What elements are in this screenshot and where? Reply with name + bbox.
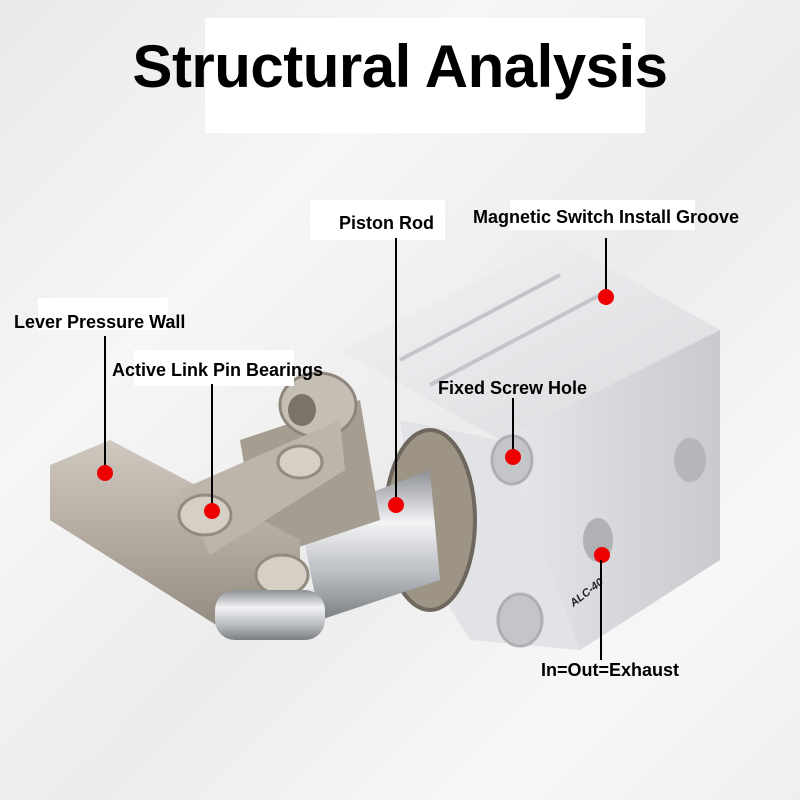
title-backdrop [205, 18, 645, 133]
magnetic-switch-label-backdrop [510, 200, 695, 230]
magnetic-switch-label: Magnetic Switch Install Groove [473, 207, 740, 227]
cylinder-top-face [340, 240, 720, 440]
link-pin-leader-line [211, 384, 213, 508]
screw-hole [496, 592, 544, 648]
lever-pressure-wall-label: Lever Pressure Wall [14, 312, 186, 332]
pin-sleeve-bore [288, 394, 316, 426]
link-pin [276, 444, 324, 480]
magnetic-switch-marker [598, 289, 614, 305]
magnetic-switch-leader-line [605, 238, 607, 293]
side-port [674, 438, 706, 482]
link-pin-label-backdrop [134, 350, 294, 386]
page-title: Structural Analysis [132, 33, 668, 100]
piston-rod-leader-line [395, 238, 397, 506]
piston-rod-label-backdrop [310, 200, 445, 240]
roller [215, 590, 325, 640]
in-out-exhaust-label: In=Out=Exhaust [541, 660, 680, 680]
lever-pressure-wall-label-backdrop [38, 298, 168, 330]
cylinder-side-face [500, 330, 720, 650]
fixed-screw-hole-label: Fixed Screw Hole [438, 378, 588, 398]
link-pin-marker [204, 503, 220, 519]
lever-pressure-wall-marker [97, 465, 113, 481]
in-out-exhaust-leader-line [600, 560, 602, 660]
link-pin-label: Active Link Pin Bearings [112, 360, 324, 380]
in-out-exhaust-marker [594, 547, 610, 563]
switch-groove [429, 293, 601, 387]
fixed-screw-hole-marker [505, 449, 521, 465]
link-pin [254, 553, 310, 597]
lever-pressure-wall-leader-line [104, 336, 106, 468]
piston-rod-label: Piston Rod [339, 213, 434, 233]
fixed-screw-hole-leader-line [512, 398, 514, 456]
switch-groove [399, 273, 561, 362]
piston-rod-marker [388, 497, 404, 513]
